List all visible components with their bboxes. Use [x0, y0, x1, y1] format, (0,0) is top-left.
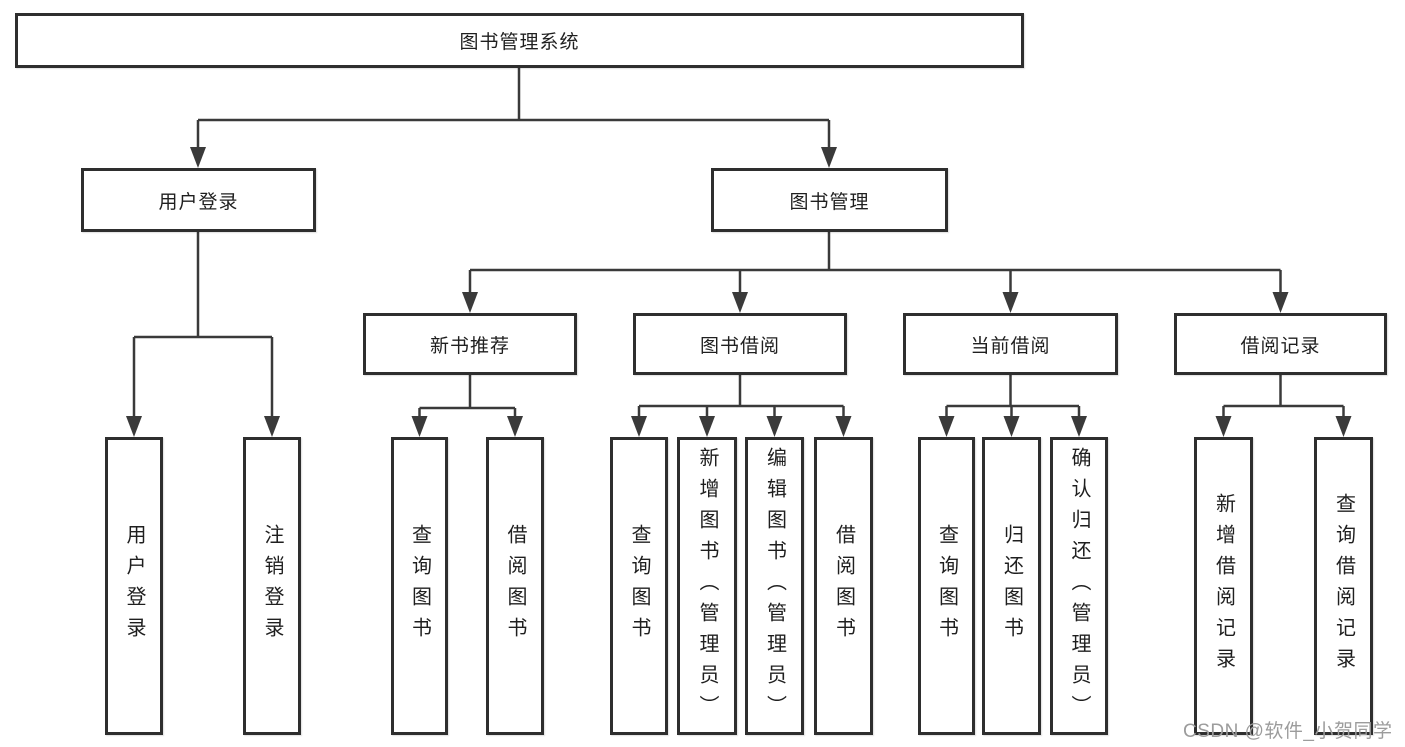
- node-book-management-label: 图书管理: [789, 191, 870, 213]
- node-leaf-borrow-book-2-label: 借阅图书: [832, 524, 855, 648]
- node-current-borrow-label: 当前借阅: [970, 335, 1051, 357]
- node-new-book-recommend-label: 新书推荐: [429, 335, 510, 357]
- node-leaf-query-book-3: 查询图书: [918, 437, 975, 735]
- node-leaf-query-book-2-label: 查询图书: [628, 524, 650, 648]
- node-book-borrow-label: 图书借阅: [699, 335, 780, 357]
- node-user-login: 用户登录: [81, 168, 316, 232]
- node-book-management: 图书管理: [711, 168, 948, 232]
- node-leaf-return-book: 归还图书: [982, 437, 1041, 735]
- node-leaf-edit-book-admin-label: 编辑图书（管理员）: [763, 446, 786, 726]
- node-leaf-query-book-2: 查询图书: [610, 437, 668, 735]
- node-leaf-query-borrow-record: 查询借阅记录: [1314, 437, 1373, 735]
- node-leaf-query-borrow-record-label: 查询借阅记录: [1332, 493, 1355, 679]
- node-root-system: 图书管理系统: [15, 13, 1024, 68]
- watermark-text: CSDN @软件_小贺同学: [1183, 721, 1393, 742]
- node-user-login-label: 用户登录: [158, 191, 239, 213]
- node-leaf-query-book-1: 查询图书: [391, 437, 448, 735]
- node-leaf-borrow-book-1: 借阅图书: [486, 437, 544, 735]
- node-leaf-user-login: 用户登录: [105, 437, 163, 735]
- node-leaf-borrow-book-2: 借阅图书: [814, 437, 873, 735]
- node-leaf-confirm-return-admin: 确认归还（管理员）: [1050, 437, 1108, 735]
- node-leaf-query-book-1-label: 查询图书: [408, 524, 431, 648]
- node-leaf-add-book-admin: 新增图书（管理员）: [677, 437, 737, 735]
- node-leaf-return-book-label: 归还图书: [1000, 524, 1023, 648]
- node-book-borrow: 图书借阅: [633, 313, 847, 375]
- node-borrow-records-label: 借阅记录: [1240, 335, 1321, 357]
- node-root-system-label: 图书管理系统: [459, 32, 580, 53]
- node-leaf-add-borrow-record: 新增借阅记录: [1194, 437, 1253, 735]
- node-leaf-confirm-return-admin-label: 确认归还（管理员）: [1068, 446, 1090, 726]
- node-leaf-edit-book-admin: 编辑图书（管理员）: [745, 437, 804, 735]
- node-leaf-user-login-label: 用户登录: [123, 524, 145, 648]
- node-leaf-logout: 注销登录: [243, 437, 301, 735]
- node-leaf-query-book-3-label: 查询图书: [935, 524, 958, 648]
- node-current-borrow: 当前借阅: [903, 313, 1118, 375]
- node-borrow-records: 借阅记录: [1174, 313, 1387, 375]
- node-leaf-add-borrow-record-label: 新增借阅记录: [1212, 493, 1235, 679]
- node-leaf-logout-label: 注销登录: [261, 524, 283, 648]
- node-leaf-add-book-admin-label: 新增图书（管理员）: [696, 446, 718, 726]
- node-new-book-recommend: 新书推荐: [363, 313, 577, 375]
- node-leaf-borrow-book-1-label: 借阅图书: [504, 524, 526, 648]
